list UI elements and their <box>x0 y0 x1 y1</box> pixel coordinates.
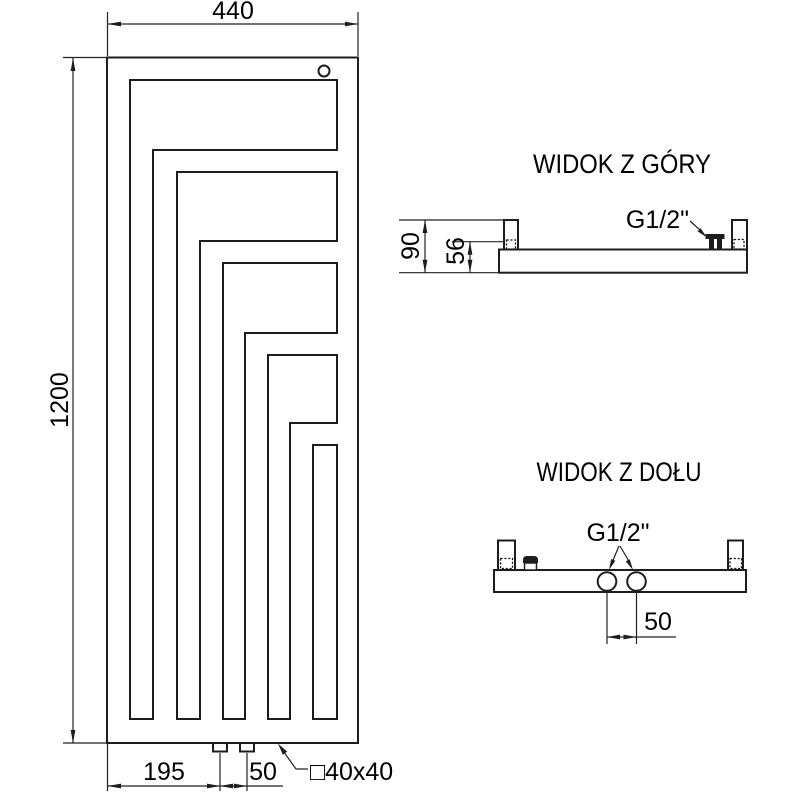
dim-50-label: 50 <box>644 608 672 636</box>
arrowhead <box>70 58 76 71</box>
leader-arrowhead <box>609 559 616 570</box>
dim-width-440: 440 <box>106 0 359 56</box>
wall-bracket-right <box>727 539 744 571</box>
wall-bracket-left <box>497 539 516 571</box>
dim-width-label: 440 <box>212 0 254 25</box>
bottom-view-body <box>493 569 747 593</box>
bracket-screw-right <box>729 557 743 570</box>
valve-fitting-top <box>705 234 725 250</box>
bottom-view-title: WIDOK Z DOŁU <box>537 457 702 487</box>
profile-leader: □40x40 <box>278 743 393 786</box>
dim-195-label: 195 <box>143 758 185 786</box>
dim-port-spacing-50: 50 <box>606 592 676 644</box>
profile-label: □40x40 <box>310 758 393 786</box>
arrowhead <box>607 634 620 640</box>
inlet-stubs <box>212 742 255 753</box>
thread-callout-top: G1/2" <box>626 206 707 238</box>
dim-depth-90: 90 <box>397 219 503 274</box>
dim-height-1200: 1200 <box>46 56 106 744</box>
wall-bracket-left <box>503 219 519 251</box>
arrowhead <box>207 783 220 789</box>
radiator-outline <box>106 56 359 744</box>
top-view-title: WIDOK Z GÓRY <box>533 148 711 179</box>
arrowhead <box>467 241 473 255</box>
dim-56-label: 56 <box>442 237 470 265</box>
arrowhead <box>623 634 637 640</box>
top-view-body <box>498 248 748 274</box>
bracket-screw-left <box>505 239 517 250</box>
dim-90-label: 90 <box>397 232 425 260</box>
top-view: WIDOK Z GÓRY G1/2" 90 <box>397 148 748 274</box>
arrowhead <box>107 783 121 789</box>
valve-fitting-bottom <box>523 556 538 571</box>
arrowhead <box>467 259 473 273</box>
arrowhead <box>70 730 76 743</box>
arrowhead <box>107 21 121 27</box>
bracket-screw-left <box>499 557 514 570</box>
arrowhead <box>422 259 428 273</box>
thread-callout-bottom: G1/2" <box>586 519 650 570</box>
bottom-view: WIDOK Z DOŁU G1/2" 50 <box>493 457 747 644</box>
arrowhead <box>220 783 233 789</box>
arrowhead <box>422 220 428 233</box>
thread-label-top: G1/2" <box>626 206 689 234</box>
dim-50-label: 50 <box>249 758 277 786</box>
front-view: 440 1200 195 50 □40x40 <box>46 0 393 791</box>
tube-pattern <box>129 79 338 720</box>
thread-label-bottom: G1/2" <box>586 519 649 547</box>
port-right <box>626 571 647 592</box>
arrowhead <box>234 783 247 789</box>
dim-height-label: 1200 <box>46 372 74 428</box>
vent-plug-icon <box>317 64 331 78</box>
leader-arrowhead <box>697 228 707 238</box>
arrowhead <box>345 21 358 27</box>
bracket-screw-right <box>733 238 745 250</box>
dim-bracket-56: 56 <box>442 237 504 273</box>
port-left <box>596 571 618 592</box>
dim-bottom-offsets: 195 50 <box>106 743 283 791</box>
leader-arrowhead <box>625 559 633 570</box>
leader-arrowhead <box>278 743 288 755</box>
